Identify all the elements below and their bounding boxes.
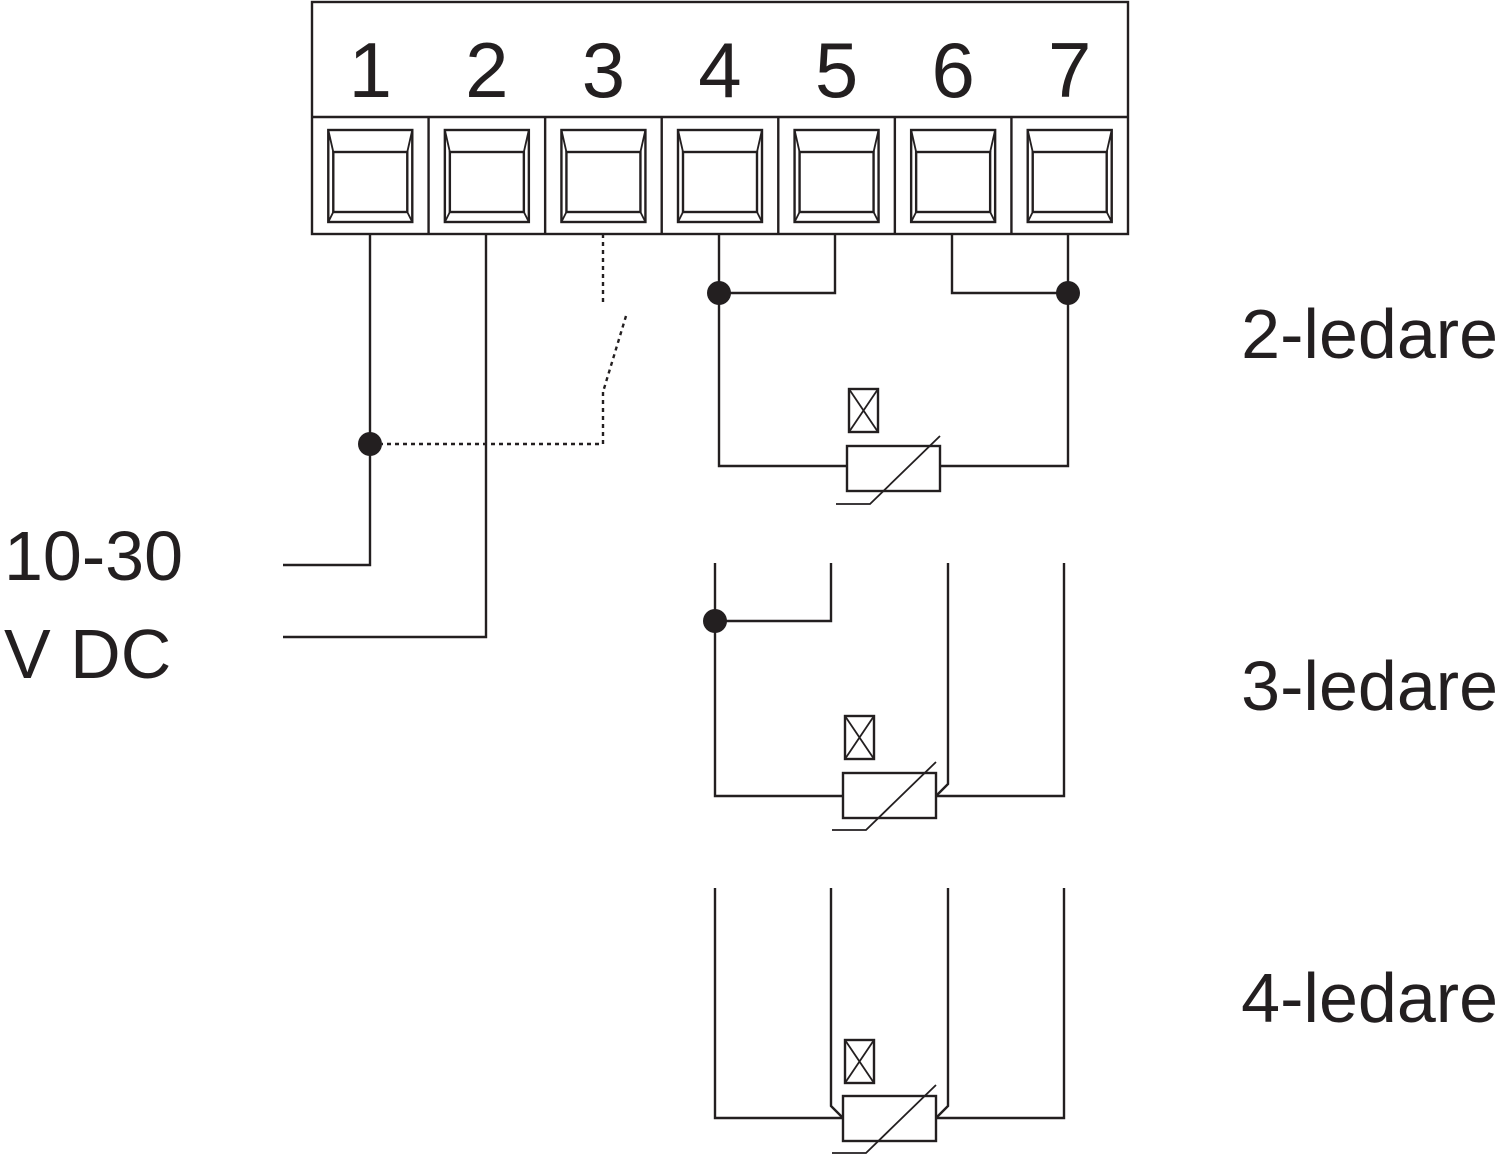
wire-3-mid (935, 563, 950, 797)
switch-terminal-3 (382, 234, 628, 446)
supply-unit-label: V DC (4, 615, 171, 693)
wire-2-bridge-right (950, 234, 1068, 295)
wire-terminal-1 (283, 234, 372, 567)
terminal-number-1: 1 (349, 26, 392, 114)
variable-arrow-4-wire (832, 1084, 937, 1154)
wire-4-outer-right (936, 888, 1066, 1120)
junction-dot-2-left (707, 281, 731, 305)
wire-2-right (940, 234, 1070, 468)
wire-2-left (717, 234, 847, 468)
terminal-number-6: 6 (931, 26, 974, 114)
config-2-wire (707, 234, 1080, 505)
switch-contact (601, 315, 628, 393)
supply-voltage-label: 10-30 (4, 517, 183, 595)
variable-arrow-2-wire (836, 435, 941, 505)
config-3-wire (703, 563, 1066, 831)
terminal-screw-1 (327, 128, 414, 224)
terminal-screw-3 (560, 128, 647, 224)
config-label-4-wire: 4-ledare (1241, 959, 1498, 1037)
terminal-number-7: 7 (1048, 26, 1091, 114)
resistor-4-wire (841, 1094, 938, 1143)
probe-icon-4-wire (843, 1038, 876, 1085)
terminal-number-2: 2 (465, 26, 508, 114)
switch-lead-bottom (382, 392, 605, 446)
wire-2-bridge-left (719, 234, 837, 295)
sensor-symbol-2-wire (836, 387, 942, 505)
terminal-screw-6 (909, 128, 997, 224)
terminal-number-3: 3 (582, 26, 625, 114)
wire-3-bridge (715, 563, 833, 623)
junction-dot-supply (358, 432, 382, 456)
config-label-2-wire: 2-ledare (1241, 295, 1498, 373)
terminal-screw-5 (793, 128, 880, 224)
config-label-3-wire: 3-ledare (1241, 647, 1498, 725)
wire-3-left (713, 563, 843, 798)
resistor-3-wire (841, 771, 938, 820)
config-4-wire (713, 888, 1066, 1154)
supply-wiring (283, 234, 488, 639)
wire-4-inner-right (935, 888, 950, 1119)
wire-3-right (936, 563, 1066, 798)
wire-4-outer-left (713, 888, 843, 1120)
terminal-screw-2 (443, 128, 531, 224)
terminal-number-5: 5 (815, 26, 858, 114)
wire-terminal-2 (283, 234, 488, 639)
junction-dot-2-right (1056, 281, 1080, 305)
variable-arrow-3-wire (832, 761, 937, 831)
wire-4-inner-left (829, 888, 844, 1119)
resistor-2-wire (845, 444, 942, 493)
terminal-number-4: 4 (698, 26, 741, 114)
junction-dot-3 (703, 609, 727, 633)
probe-icon-3-wire (843, 714, 876, 761)
terminal-screw-7 (1026, 128, 1113, 224)
probe-icon-2-wire (847, 387, 880, 434)
sensor-symbol-4-wire (832, 1038, 938, 1154)
sensor-symbol-3-wire (832, 714, 938, 831)
terminal-screw-4 (676, 128, 764, 224)
